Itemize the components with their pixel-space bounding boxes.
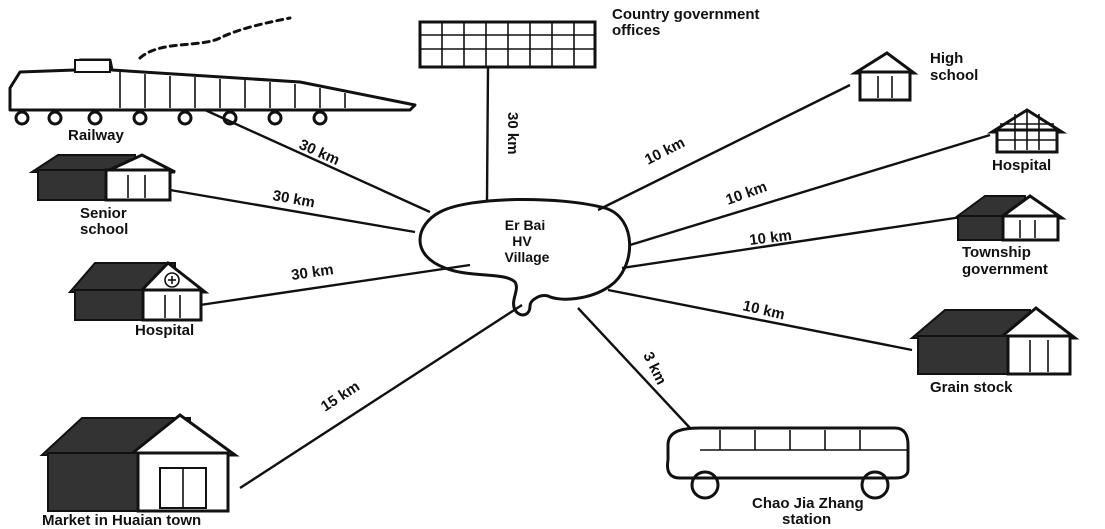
railway-distance: 30 km — [296, 136, 342, 169]
spoke-high-school — [598, 85, 850, 210]
railway-label: Railway — [68, 127, 125, 144]
spoke-hospital-right — [630, 135, 990, 245]
grain-stock-building-icon — [912, 308, 1075, 374]
hospital-left-label: Hospital — [135, 322, 194, 339]
country-government-building-icon — [420, 22, 595, 67]
bus-station-label-1: Chao Jia Zhang — [752, 495, 864, 512]
bus-station-label-2: station — [782, 511, 831, 528]
hospital-left-distance: 30 km — [290, 261, 334, 284]
high-school-label-1: High — [930, 50, 963, 67]
high-school-building-icon — [855, 53, 914, 100]
township-government-building-icon — [955, 196, 1062, 240]
township-government-distance: 10 km — [748, 227, 792, 249]
high-school-label-2: school — [930, 67, 978, 84]
market-distance: 15 km — [318, 378, 363, 415]
country-government-label-1: Country government — [612, 6, 760, 23]
township-government-label-1: Township — [962, 244, 1031, 261]
spoke-country-gov — [487, 67, 488, 200]
market-building-icon — [42, 415, 235, 511]
bus-station-distance: 3 km — [639, 349, 669, 387]
spoke-market — [240, 305, 522, 488]
senior-school-label-2: school — [80, 221, 128, 238]
senior-school-label-1: Senior — [80, 205, 127, 222]
hospital-right-building-icon — [992, 110, 1062, 152]
bus-icon — [668, 428, 909, 498]
hospital-left-building-icon — [70, 263, 205, 320]
grain-stock-label: Grain stock — [930, 379, 1013, 396]
high-school-distance: 10 km — [642, 134, 688, 168]
country-government-distance: 30 km — [504, 112, 521, 155]
village-name-line-2: HV — [512, 233, 532, 249]
village-name-line-1: Er Bai — [505, 217, 545, 233]
hospital-right-label: Hospital — [992, 157, 1051, 174]
spoke-hospital-left — [200, 265, 470, 305]
spoke-bus-station — [578, 308, 690, 428]
country-government-label-2: offices — [612, 22, 660, 39]
market-label: Market in Huaian town — [42, 512, 201, 529]
spoke-grain-stock — [608, 290, 912, 350]
village-center: Er Bai HV Village — [420, 199, 630, 314]
senior-school-building-icon — [32, 155, 175, 200]
township-government-label-2: government — [962, 261, 1048, 278]
village-name-line-3: Village — [505, 249, 550, 265]
train-icon — [10, 18, 415, 124]
